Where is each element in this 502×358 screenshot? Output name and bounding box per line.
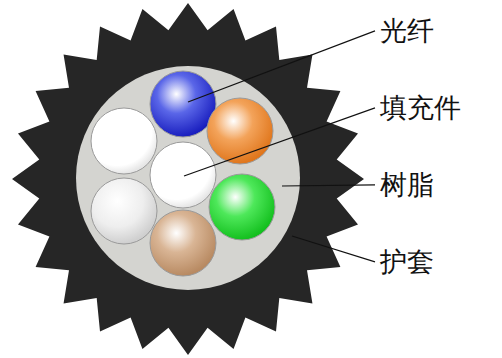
leader-line [188,31,375,102]
fiber-blue [150,71,216,137]
filler-center [150,142,216,208]
part-label: 光纤 [380,16,434,46]
leader-line [292,236,375,262]
fiber-tan [150,210,216,276]
fiber-grey [91,178,157,244]
part-label: 护套 [380,247,434,277]
jacket-gear [12,3,364,355]
part-label: 树脂 [380,170,434,200]
leader-lines [184,31,375,262]
leader-line [282,185,375,186]
fiber-green [209,174,275,240]
fiber-white [91,108,157,174]
leader-line [184,108,375,176]
part-label: 填充件 [380,93,461,123]
fiber-orange [207,98,273,164]
resin-core [76,66,300,290]
